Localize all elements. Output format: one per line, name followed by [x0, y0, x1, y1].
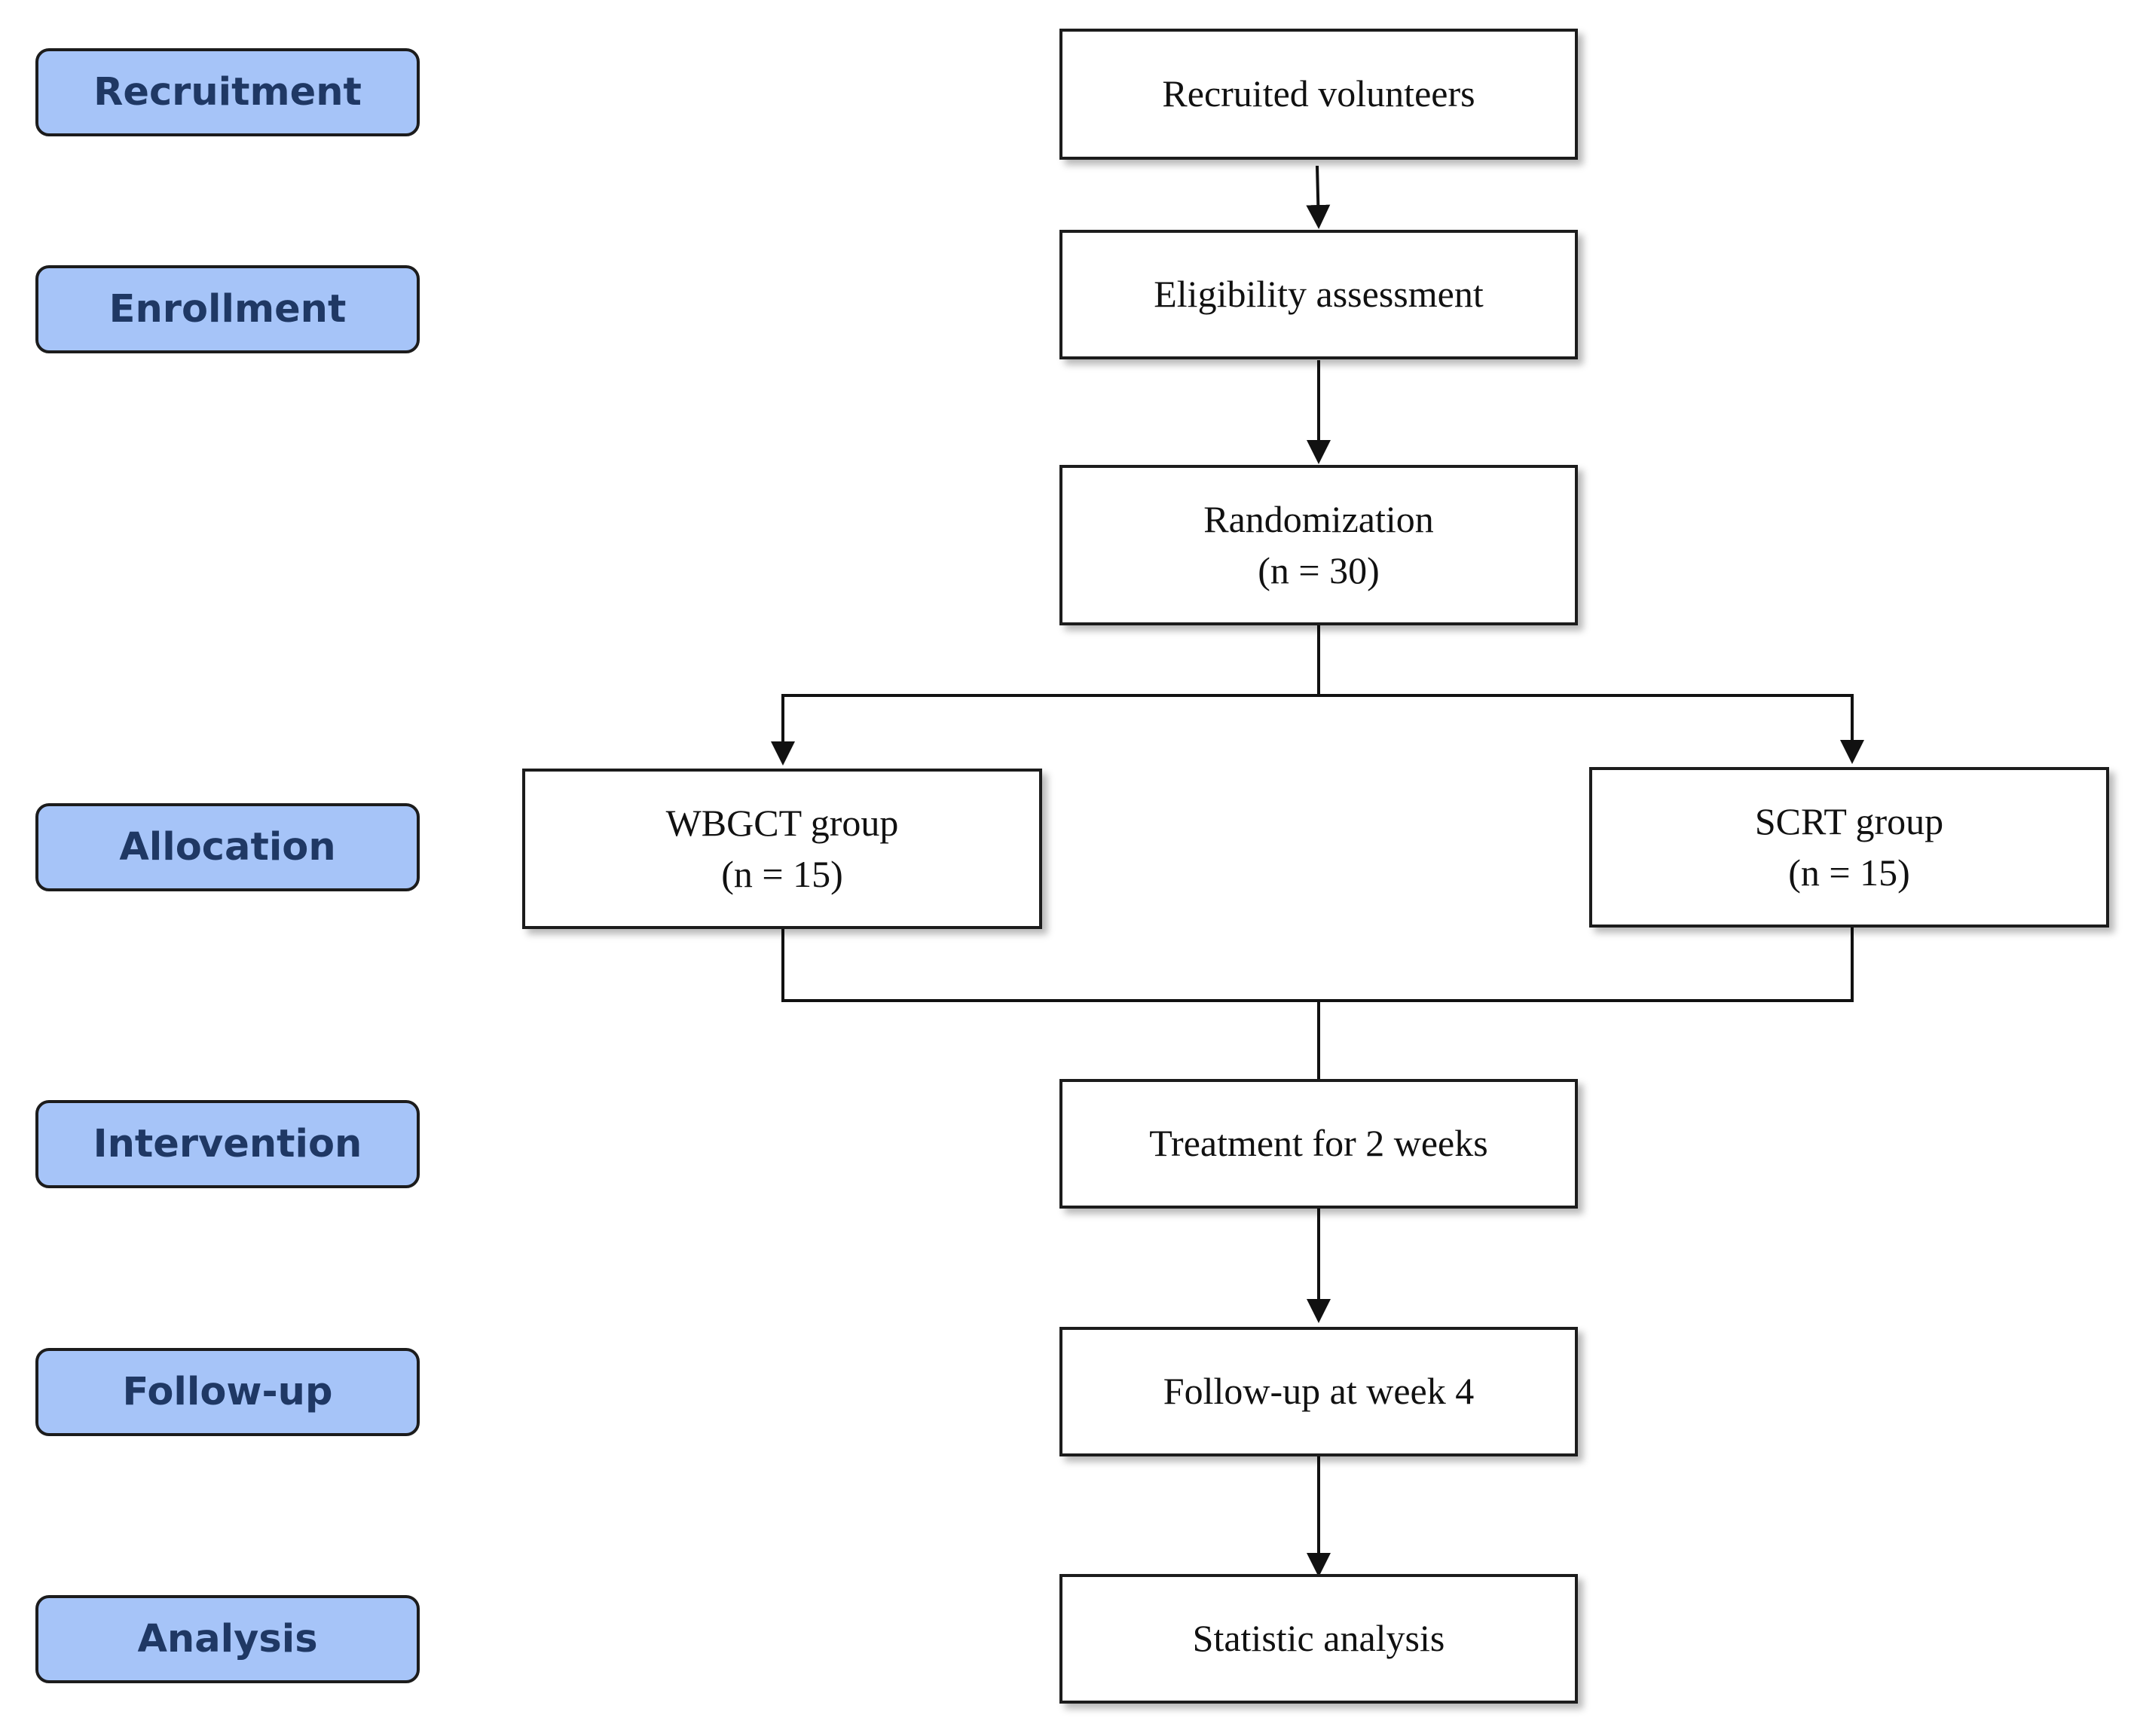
box-follow-up-label: Follow-up at week 4	[1163, 1370, 1475, 1413]
box-treatment: Treatment for 2 weeks	[1059, 1079, 1578, 1209]
stage-enrollment: Enrollment	[35, 265, 420, 353]
stage-follow-up: Follow-up	[35, 1348, 420, 1436]
stage-analysis: Analysis	[35, 1595, 420, 1683]
box-statistic-analysis-label: Statistic analysis	[1192, 1617, 1445, 1660]
arrow-recruited-to-eligibility	[1306, 165, 1331, 229]
scrt-title: SCRT group	[1754, 800, 1944, 842]
wbgct-count: (n = 15)	[721, 852, 843, 895]
box-scrt-group: SCRT group (n = 15)	[1589, 767, 2109, 928]
box-recruited-volunteers-label: Recruited volunteers	[1162, 72, 1475, 115]
box-randomization: Randomization (n = 30)	[1059, 465, 1578, 625]
stage-intervention: Intervention	[35, 1100, 420, 1188]
box-eligibility-assessment: Eligibility assessment	[1059, 230, 1578, 359]
box-statistic-analysis: Statistic analysis	[1059, 1574, 1578, 1704]
randomization-count: (n = 30)	[1258, 549, 1380, 591]
box-treatment-label: Treatment for 2 weeks	[1149, 1122, 1488, 1165]
box-follow-up: Follow-up at week 4	[1059, 1327, 1578, 1456]
box-eligibility-assessment-label: Eligibility assessment	[1154, 273, 1484, 316]
box-recruited-volunteers: Recruited volunteers	[1059, 29, 1578, 160]
stage-allocation: Allocation	[35, 803, 420, 891]
scrt-count: (n = 15)	[1788, 851, 1910, 894]
stage-recruitment: Recruitment	[35, 48, 420, 136]
randomization-title: Randomization	[1203, 498, 1434, 540]
wbgct-title: WBGCT group	[665, 802, 899, 844]
box-wbgct-group: WBGCT group (n = 15)	[522, 769, 1042, 929]
